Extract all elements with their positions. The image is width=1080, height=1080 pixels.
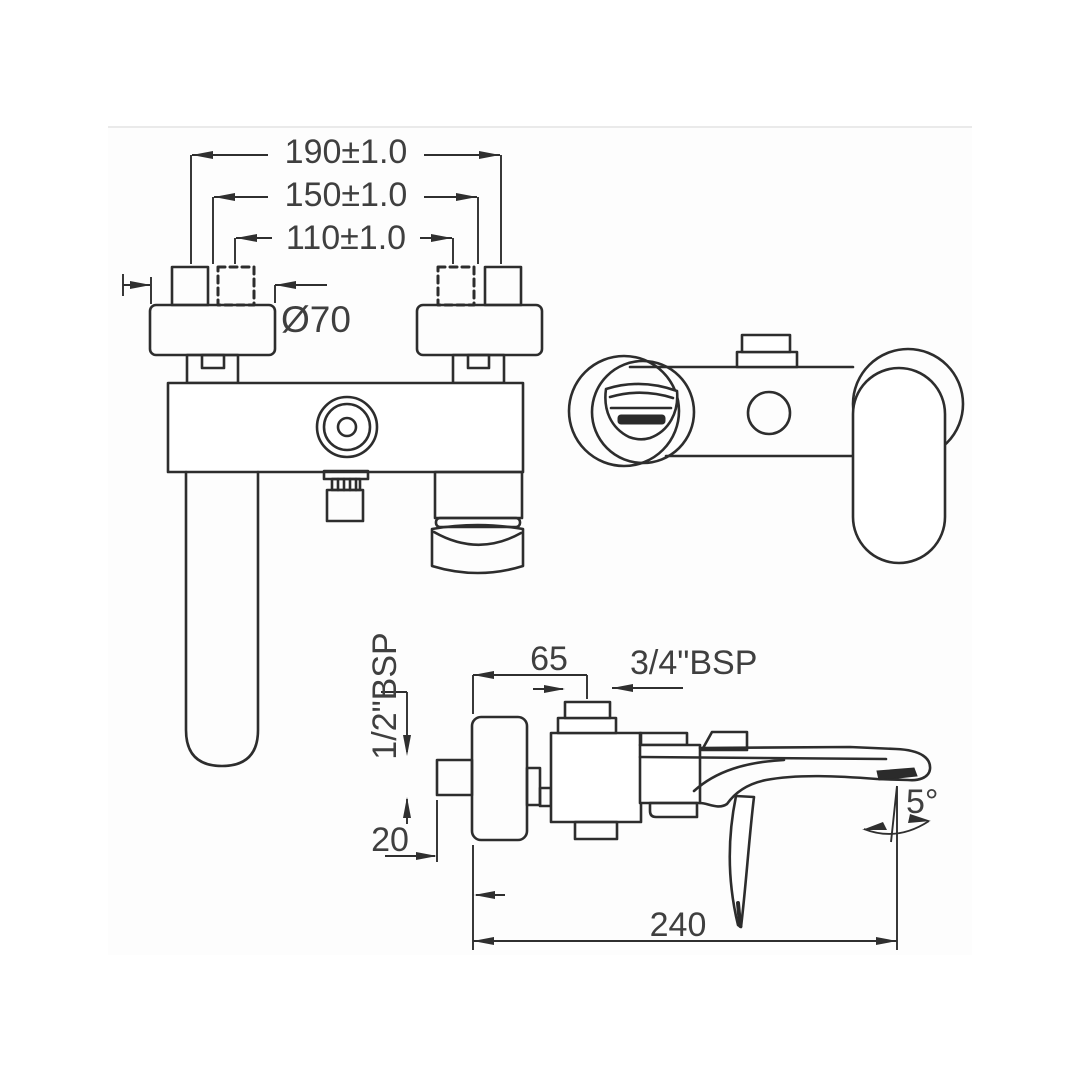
front-knob-outer: [315, 395, 379, 459]
top-left-escutcheon-inner: [590, 359, 696, 465]
side-bottom-tab: [573, 820, 619, 841]
dim-110-label: 110±1.0: [286, 219, 406, 257]
front-view-drawing: [122, 151, 544, 768]
front-handle: [184, 470, 260, 768]
dim-190-label: 190±1.0: [285, 133, 408, 171]
dim-dia70-label: Ø70: [281, 299, 351, 340]
top-view-drawing: [567, 333, 965, 565]
side-handle-blade: [728, 794, 756, 929]
dim-150-label: 150±1.0: [285, 176, 408, 214]
top-diverter-cap: [740, 333, 792, 354]
left-neck-notch: [200, 353, 226, 370]
front-knob-center: [336, 416, 358, 438]
top-left-escutcheon-outer: [567, 354, 681, 468]
side-valve-body: [549, 731, 643, 824]
dim-65-label: 65: [530, 640, 568, 678]
right-neck-notch: [466, 353, 491, 370]
dim-bsp12-label: 1/2"BSP: [366, 632, 404, 759]
side-spout-outlet: [876, 767, 918, 781]
side-view-drawing: [381, 671, 932, 950]
top-handle-capsule: [851, 366, 947, 565]
dim-bsp34-label: 3/4"BSP: [630, 644, 757, 682]
dim-5deg-label: 5°: [906, 783, 939, 821]
side-top-connector-base: [556, 716, 618, 735]
drawing-panel: [108, 127, 972, 955]
dim-20-label: 20: [371, 821, 409, 859]
front-dimension-arrows: [130, 151, 500, 289]
top-spout-tip: [604, 382, 679, 441]
dim-240-label: 240: [650, 906, 707, 944]
front-knob-ring: [322, 402, 372, 452]
side-wall-step: [525, 766, 542, 807]
front-diverter: [322, 469, 370, 523]
side-spout-body: [638, 730, 932, 819]
top-body-port: [746, 390, 792, 436]
front-spout: [430, 470, 525, 575]
side-dimension-arrows: [403, 671, 931, 945]
top-diverter-base: [735, 350, 799, 369]
side-top-connector-cap: [563, 700, 612, 720]
